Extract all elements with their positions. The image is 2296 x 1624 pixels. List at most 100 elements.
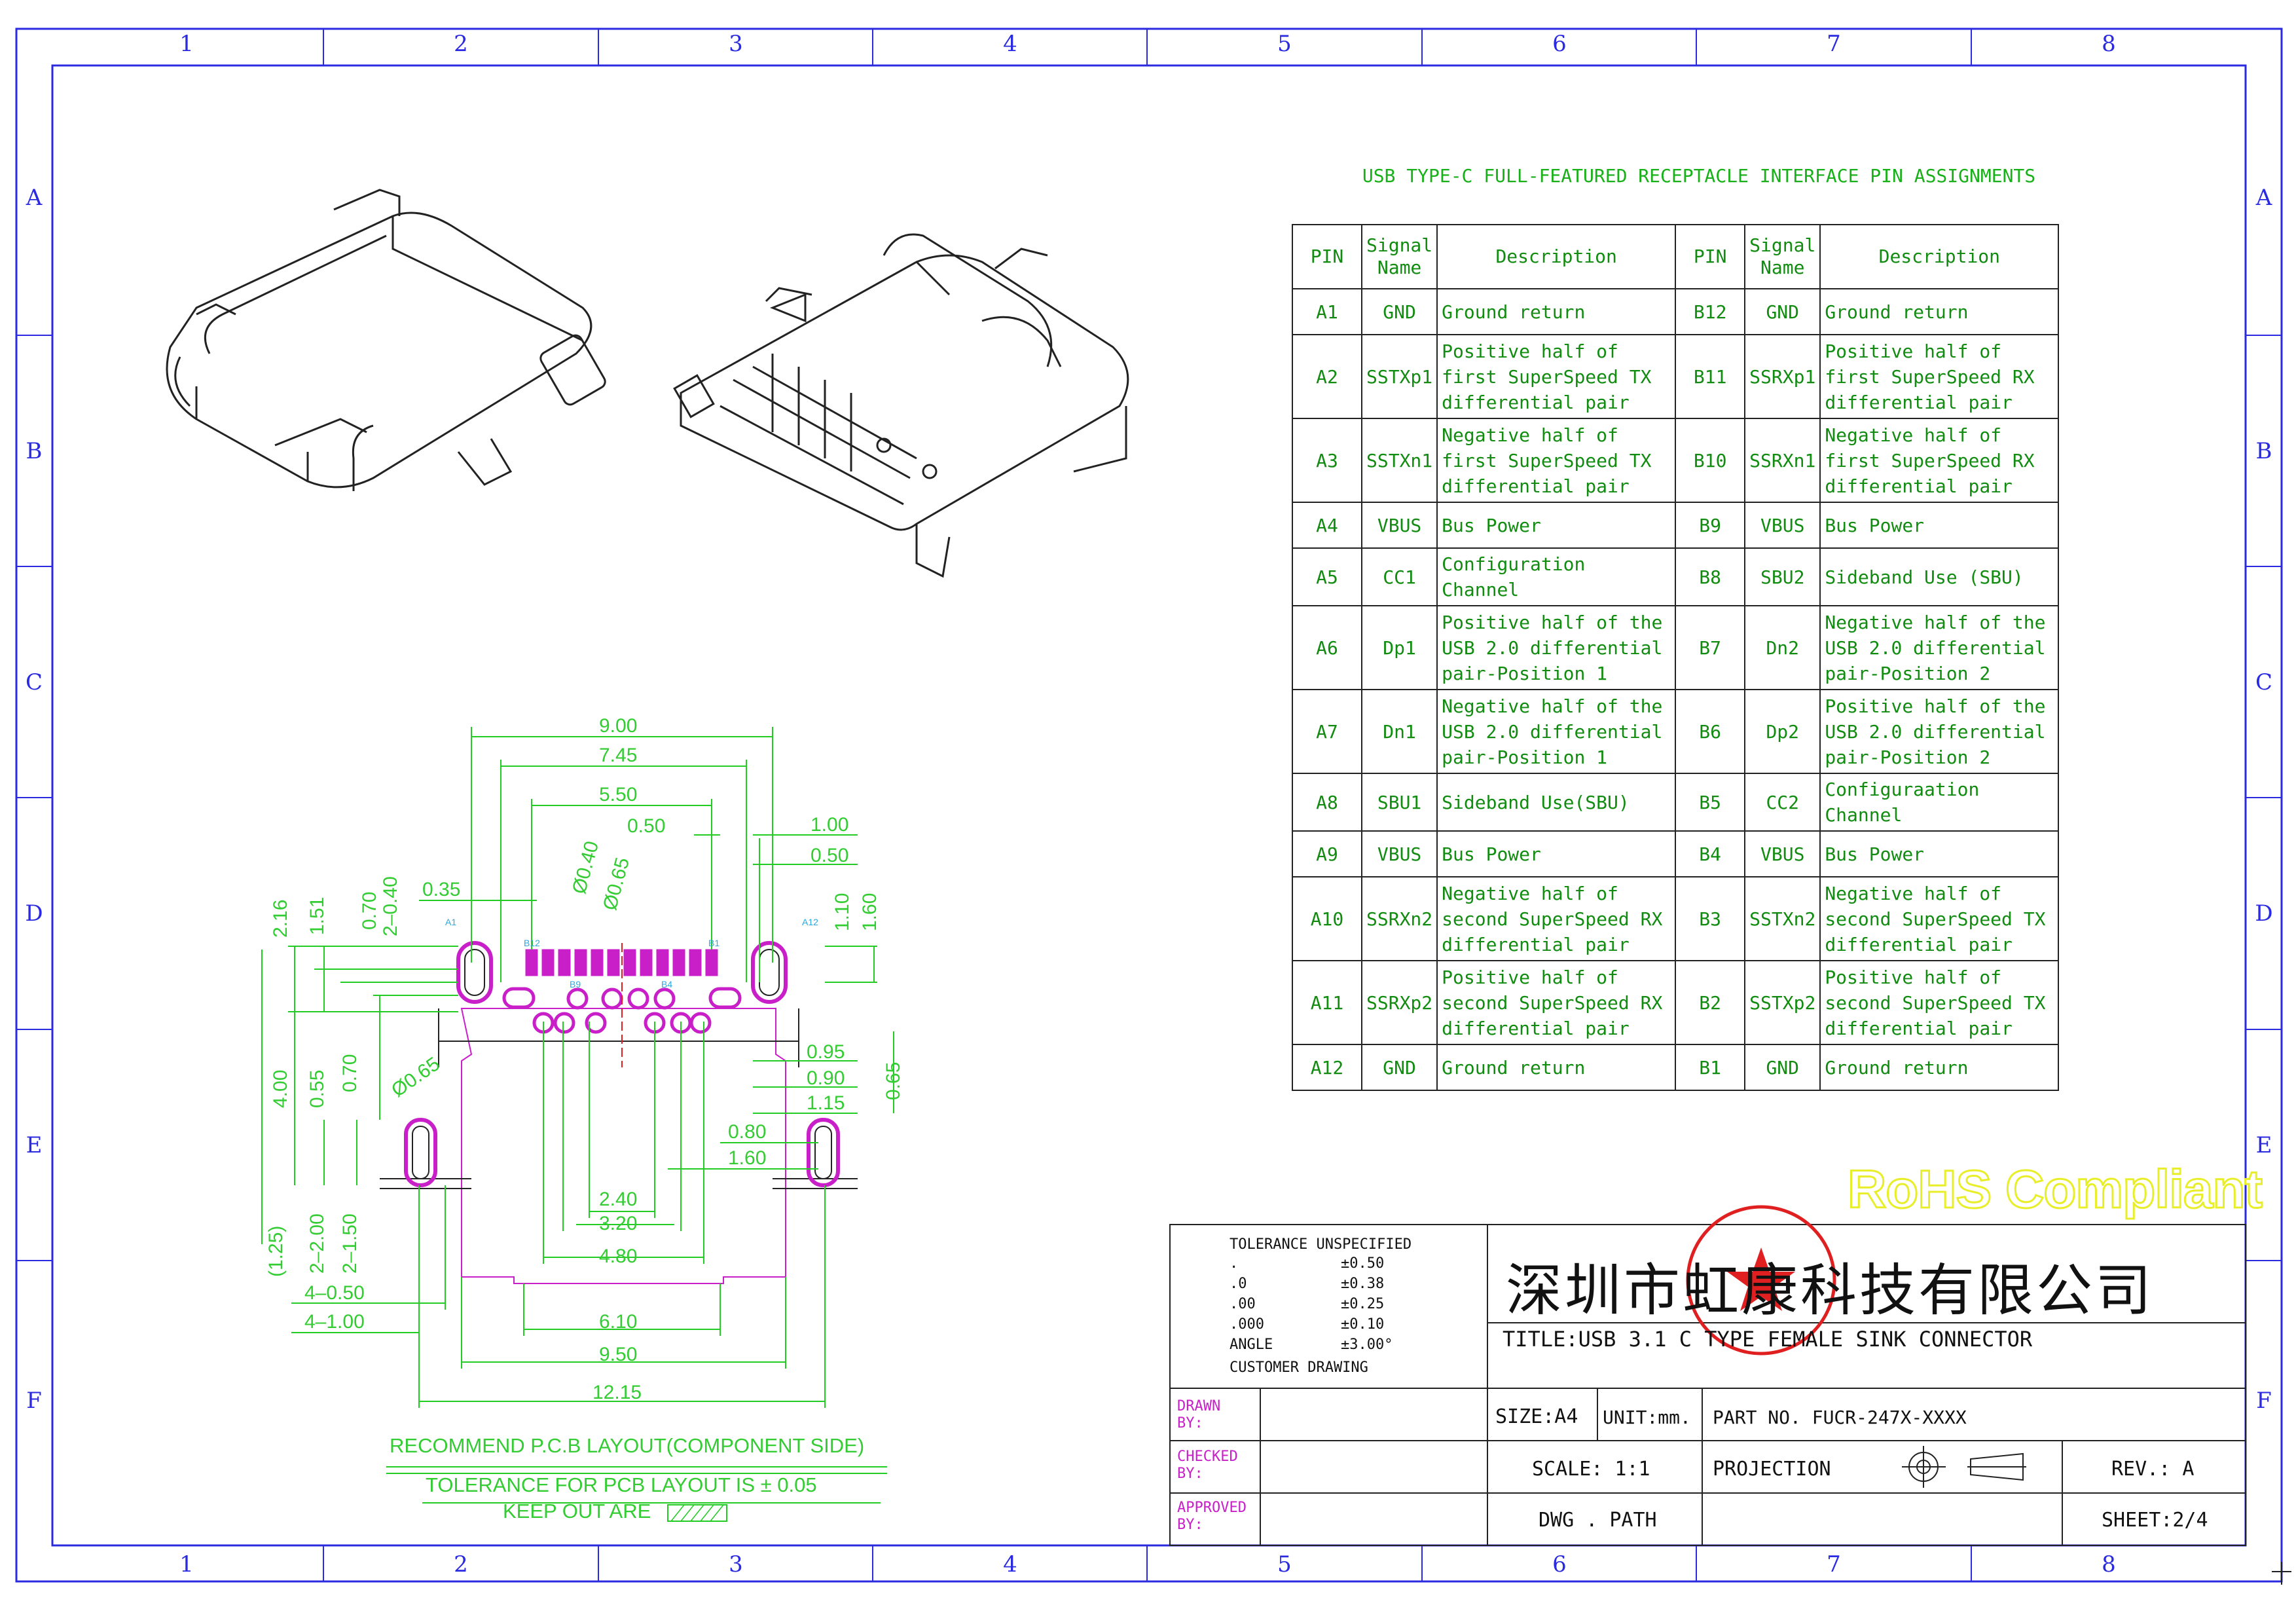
scale-field: SCALE: 1:1 xyxy=(1532,1458,1650,1481)
dim-9-50: 9.50 xyxy=(599,1344,638,1365)
zone-col-1-top: 1 xyxy=(179,31,194,57)
dim-0-80: 0.80 xyxy=(728,1121,767,1143)
projection-symbol xyxy=(1902,1446,2026,1488)
approved-by-label: APPROVED BY: xyxy=(1177,1500,1247,1533)
signal-a-cell: SSTXn1 xyxy=(1360,418,1438,503)
pin-a-cell: A12 xyxy=(1292,1044,1362,1091)
tolerance-value: ±0.25 xyxy=(1341,1296,1385,1312)
drawn-by-label: DRAWN BY: xyxy=(1177,1398,1221,1431)
dim-4-1-00: 4–1.00 xyxy=(304,1311,365,1333)
signal-a-cell: SSTXp1 xyxy=(1360,334,1438,419)
dim-1-15: 1.15 xyxy=(807,1092,845,1114)
dwg-path-field: DWG . PATH xyxy=(1539,1509,1657,1532)
signal-a-cell: VBUS xyxy=(1360,502,1438,549)
desc-b-cell: Negative half of second SuperSpeed TX di… xyxy=(1819,876,2060,961)
unit-field: UNIT:mm. xyxy=(1603,1407,1691,1428)
desc-a-cell: Ground return xyxy=(1436,1044,1677,1091)
dim-1-25: (1.25) xyxy=(265,1225,287,1277)
zone-row-e-right: E xyxy=(2255,1132,2272,1158)
signal-a-cell: Dn1 xyxy=(1360,689,1438,774)
dim-2-1-50: 2–1.50 xyxy=(339,1213,361,1274)
pin-b-cell: B3 xyxy=(1675,876,1746,961)
desc-b-cell: Bus Power xyxy=(1819,502,2060,549)
desc-b-cell: Ground return xyxy=(1819,1044,2060,1091)
zone-col-5-bottom: 5 xyxy=(1277,1551,1292,1578)
title-block-lines xyxy=(1169,1224,2246,1546)
tolerance-title: TOLERANCE UNSPECIFIED xyxy=(1230,1236,1412,1253)
dim-3-20: 3.20 xyxy=(599,1213,638,1234)
dim-4-80: 4.80 xyxy=(599,1246,638,1267)
pin-b-cell: B7 xyxy=(1675,605,1746,690)
revision-field: REV.: A xyxy=(2111,1458,2195,1481)
signal-a-cell: Dp1 xyxy=(1360,605,1438,690)
signal-b-cell: VBUS xyxy=(1744,830,1821,877)
pin-a-cell: A7 xyxy=(1292,689,1362,774)
zone-row-d-left: D xyxy=(25,900,43,927)
desc-a-cell: Negative half of second SuperSpeed RX di… xyxy=(1436,876,1677,961)
zone-row-f-right: F xyxy=(2256,1388,2272,1414)
pin-a-cell: A5 xyxy=(1292,547,1362,606)
zone-col-8-top: 8 xyxy=(2102,31,2116,57)
pin-mark-b9: B9 xyxy=(570,979,581,989)
desc-b-cell: Positive half of the USB 2.0 differentia… xyxy=(1819,689,2060,774)
pin-a-cell: A1 xyxy=(1292,288,1362,335)
desc-a-cell: Ground return xyxy=(1436,288,1677,335)
zone-col-7-bottom: 7 xyxy=(1827,1551,1841,1578)
tolerance-key: .00 xyxy=(1230,1296,1256,1312)
pin-b-cell: B2 xyxy=(1675,960,1746,1045)
desc-a-cell: Positive half of first SuperSpeed TX dif… xyxy=(1436,334,1677,419)
projection-label: PROJECTION xyxy=(1713,1458,1831,1481)
header-desc-a: Description xyxy=(1436,224,1677,289)
pin-b-cell: B9 xyxy=(1675,502,1746,549)
zone-col-2-top: 2 xyxy=(454,31,468,57)
pin-mark-a1: A1 xyxy=(445,917,457,927)
dim-1-00: 1.00 xyxy=(811,814,849,836)
outer-frame xyxy=(15,28,2283,1583)
pin-b-cell: B6 xyxy=(1675,689,1746,774)
zone-col-2-bottom: 2 xyxy=(454,1551,468,1578)
desc-b-cell: Negative half of first SuperSpeed RX dif… xyxy=(1819,418,2060,503)
dim-6-10: 6.10 xyxy=(599,1311,638,1333)
tolerance-row: .00 ±0.25 xyxy=(1230,1296,1426,1316)
signal-b-cell: SSTXn2 xyxy=(1744,876,1821,961)
desc-a-cell: Positive half of the USB 2.0 differentia… xyxy=(1436,605,1677,690)
pcb-caption-tolerance: TOLERANCE FOR PCB LAYOUT IS ± 0.05 xyxy=(426,1473,817,1496)
connector-iso-view-back xyxy=(673,233,1129,578)
header-signal-b: Signal Name xyxy=(1744,224,1821,289)
inner-frame xyxy=(51,64,2247,1547)
tolerance-value: ±3.00° xyxy=(1341,1337,1393,1353)
zone-col-8-bottom: 8 xyxy=(2102,1551,2116,1578)
dim-0-90: 0.90 xyxy=(807,1067,845,1089)
zone-col-7-top: 7 xyxy=(1827,31,1841,57)
company-stamp xyxy=(1686,1205,1836,1356)
desc-b-cell: Bus Power xyxy=(1819,830,2060,877)
dim-7-45: 7.45 xyxy=(599,745,638,766)
signal-b-cell: SBU2 xyxy=(1744,547,1821,606)
tolerance-row: .±0.50 xyxy=(1230,1255,1426,1275)
header-pin-a: PIN xyxy=(1292,224,1362,289)
dim-1-51: 1.51 xyxy=(306,896,328,935)
customer-drawing-label: CUSTOMER DRAWING xyxy=(1230,1359,1368,1376)
corner-mark xyxy=(2272,1562,2291,1585)
tolerance-row: .0±0.38 xyxy=(1230,1276,1426,1295)
signal-b-cell: GND xyxy=(1744,288,1821,335)
desc-b-cell: Positive half of first SuperSpeed RX dif… xyxy=(1819,334,2060,419)
rohs-compliant-label: RoHS Compliant xyxy=(1847,1159,2264,1221)
header-desc-b: Description xyxy=(1819,224,2060,289)
dim-1-10: 1.10 xyxy=(831,893,853,931)
signal-a-cell: SSRXn2 xyxy=(1360,876,1438,961)
desc-a-cell: Sideband Use(SBU) xyxy=(1436,773,1677,832)
dim-0-35: 0.35 xyxy=(422,879,461,900)
pin-a-cell: A8 xyxy=(1292,773,1362,832)
pin-b-cell: B5 xyxy=(1675,773,1746,832)
desc-b-cell: Configuraation Channel xyxy=(1819,773,2060,832)
dim-0-95: 0.95 xyxy=(807,1041,845,1063)
tolerance-value: ±0.38 xyxy=(1341,1276,1385,1292)
zone-col-4-bottom: 4 xyxy=(1003,1551,1017,1578)
